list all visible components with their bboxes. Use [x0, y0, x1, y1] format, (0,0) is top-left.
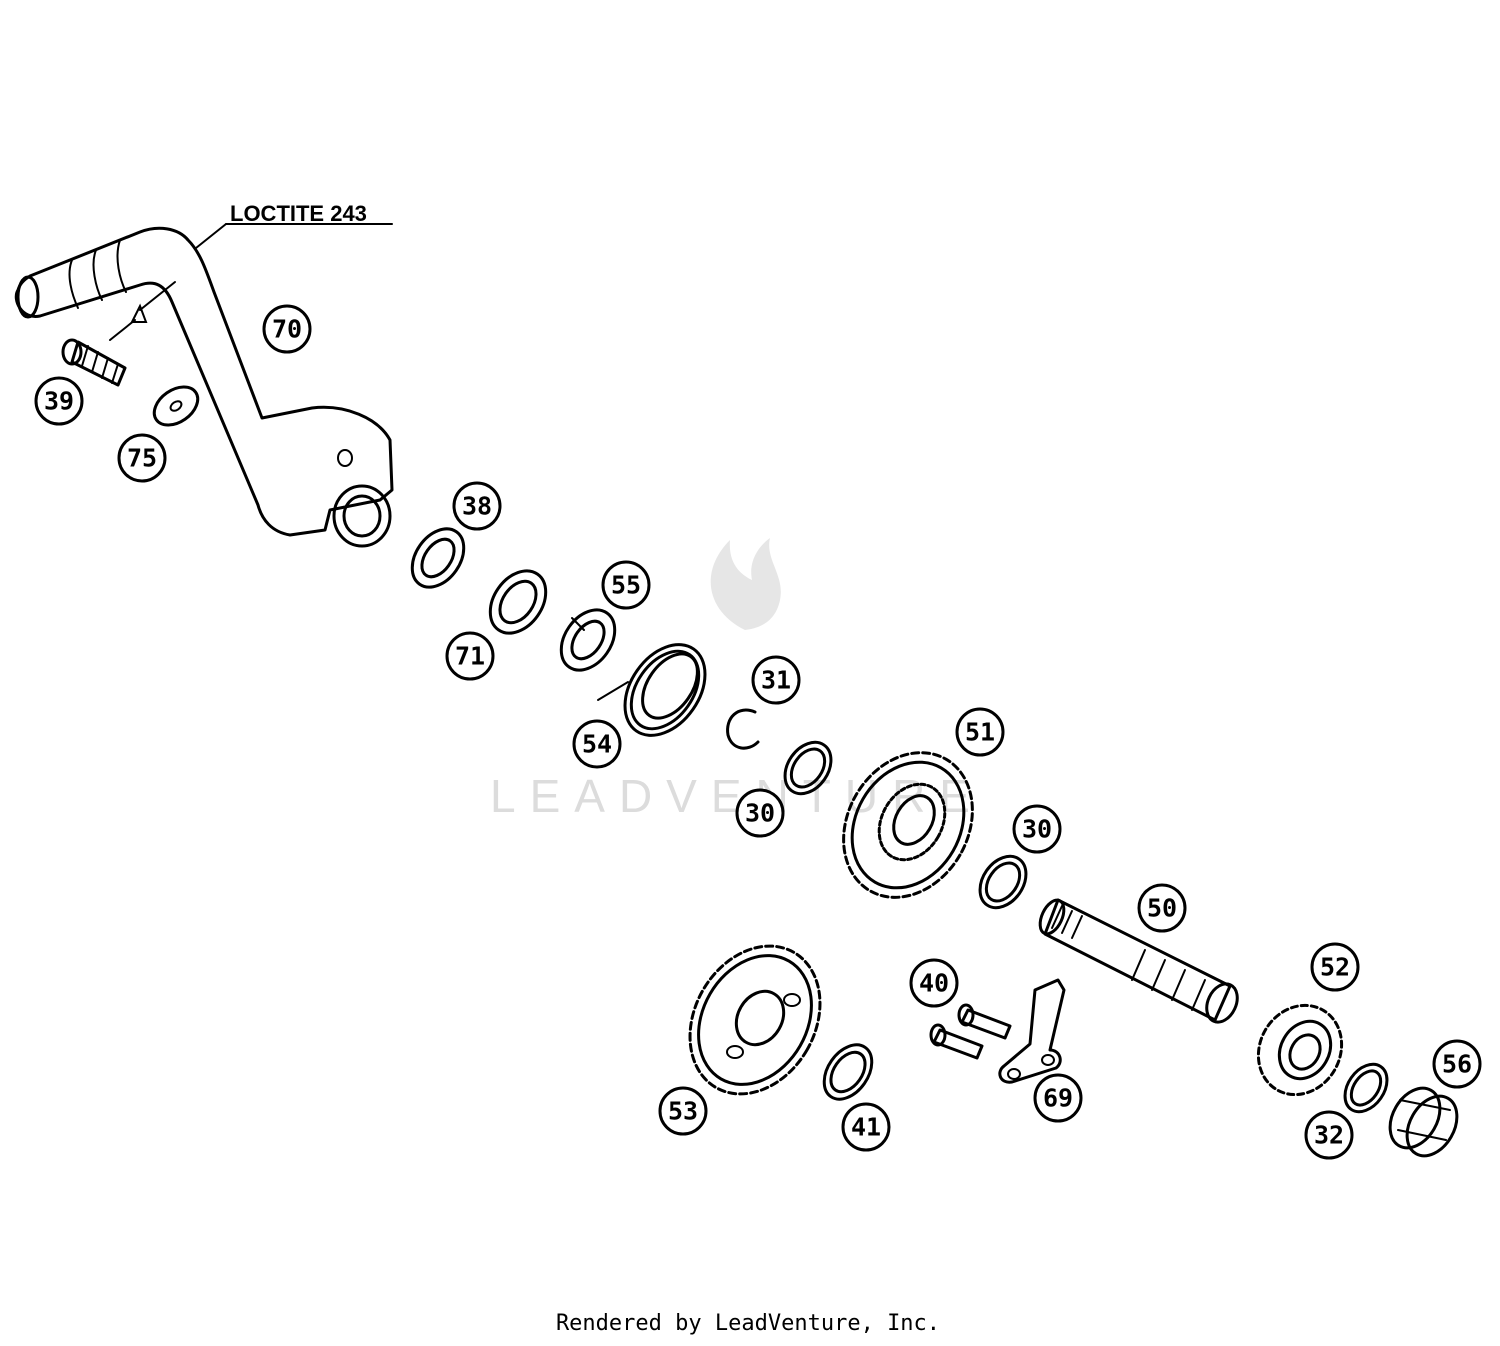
clip-55	[559, 608, 617, 672]
callout-54: 54	[572, 719, 622, 769]
washer-75	[152, 385, 200, 427]
callout-50: 50	[1137, 883, 1187, 933]
callout-69: 69	[1033, 1073, 1083, 1123]
washer-30-lower	[978, 854, 1028, 910]
callout-51: 51	[955, 707, 1005, 757]
callout-41: 41	[841, 1102, 891, 1152]
callout-30-lower: 30	[1012, 804, 1062, 854]
callout-53: 53	[658, 1086, 708, 1136]
bracket-69	[998, 978, 1066, 1084]
seal-ring-38	[410, 527, 466, 589]
washer-32	[1343, 1062, 1389, 1114]
bolt-39	[61, 303, 148, 387]
callout-69-label: 69	[1043, 1084, 1073, 1113]
callout-50-label: 50	[1147, 894, 1177, 923]
callout-38: 38	[452, 481, 502, 531]
callout-30-lower-label: 30	[1022, 815, 1052, 844]
loctite-leader	[195, 223, 227, 249]
loctite-note: LOCTITE 243	[230, 201, 367, 226]
callout-39-label: 39	[44, 387, 74, 416]
gear-53	[688, 944, 822, 1096]
callout-56: 56	[1432, 1039, 1482, 1089]
callout-52-label: 52	[1320, 953, 1350, 982]
watermark-text: LEADVENTURE	[490, 770, 984, 822]
callout-71-label: 71	[455, 642, 485, 671]
washer-41	[822, 1043, 874, 1101]
callout-56-label: 56	[1442, 1050, 1472, 1079]
bushing-71	[488, 569, 548, 635]
bolts-40	[929, 1003, 1012, 1060]
callout-30-upper: 30	[735, 788, 785, 838]
spring-56	[1388, 1086, 1459, 1158]
callout-75-label: 75	[127, 444, 157, 473]
callout-39: 39	[34, 376, 84, 426]
callout-41-label: 41	[851, 1113, 881, 1142]
callout-70-label: 70	[272, 315, 302, 344]
callout-30-upper-label: 30	[745, 799, 775, 828]
callout-40-label: 40	[919, 969, 949, 998]
gear-51	[842, 751, 974, 899]
callout-32-label: 32	[1314, 1121, 1344, 1150]
ratchet-52	[1256, 1003, 1344, 1097]
callout-71: 71	[445, 631, 495, 681]
callout-51-label: 51	[965, 718, 995, 747]
callout-38-label: 38	[462, 492, 492, 521]
callout-52: 52	[1310, 942, 1360, 992]
callout-55-label: 55	[611, 571, 641, 600]
callout-40: 40	[909, 958, 959, 1008]
spring-54	[597, 643, 707, 737]
callout-32: 32	[1304, 1110, 1354, 1160]
kickstart-lever	[14, 226, 394, 548]
shaft-50	[1038, 898, 1239, 1024]
callout-31-label: 31	[761, 666, 791, 695]
callout-53-label: 53	[668, 1097, 698, 1126]
footer-credit: Rendered by LeadVenture, Inc.	[556, 1311, 940, 1336]
circlip-31	[726, 708, 760, 750]
washer-30-upper	[783, 740, 833, 796]
callout-55: 55	[601, 560, 651, 610]
callout-31: 31	[751, 655, 801, 705]
callout-54-label: 54	[582, 730, 612, 759]
leadventure-watermark: LEADVENTURE	[490, 538, 984, 822]
flame-watermark-icon	[710, 538, 781, 630]
callout-70: 70	[262, 304, 312, 354]
callout-75: 75	[117, 433, 167, 483]
